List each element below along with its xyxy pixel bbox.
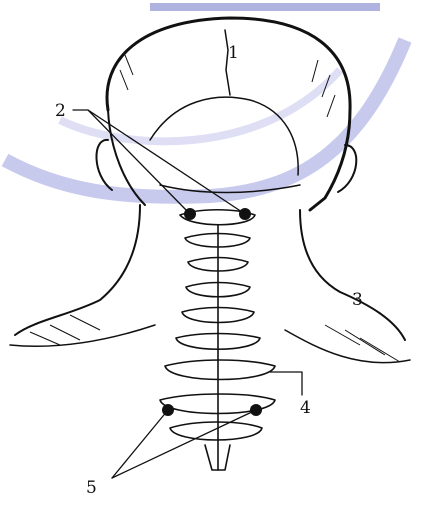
leader-5a: [112, 410, 168, 478]
label-2: 2: [55, 101, 66, 121]
right-neck-contour: [300, 210, 405, 340]
left-neck-contour: [15, 205, 140, 335]
marker-dots: [162, 208, 262, 416]
vertebra-t2: [170, 422, 262, 440]
watermark-arc-inner: [60, 70, 340, 141]
leader-5b: [112, 410, 256, 478]
vertebra-c7: [165, 360, 275, 380]
label-1: 1: [228, 43, 239, 63]
label-3: 3: [352, 290, 363, 310]
leader-4: [270, 372, 302, 395]
watermark-bar: [150, 3, 380, 11]
cervical-spine: [160, 208, 275, 470]
skull-shading: [120, 55, 335, 117]
left-trapezius: [10, 325, 155, 346]
right-trapezius: [285, 330, 410, 363]
label-5: 5: [86, 478, 97, 498]
vertebrae: [160, 210, 275, 470]
left-ear: [96, 140, 112, 190]
neck-shoulders: [10, 205, 410, 363]
label-4: 4: [300, 398, 311, 418]
